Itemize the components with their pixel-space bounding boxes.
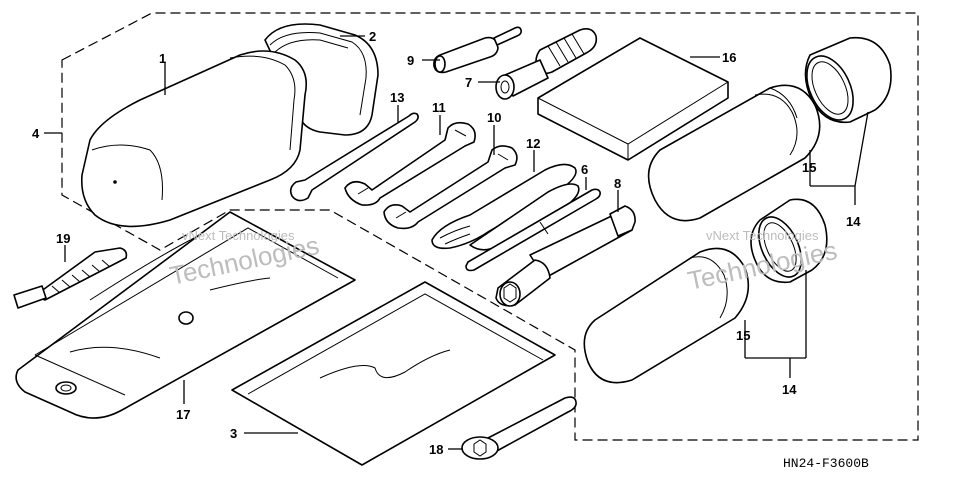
tool-tube-lower bbox=[583, 247, 750, 384]
tool-bag bbox=[80, 50, 308, 228]
callout-3: 3 bbox=[230, 426, 237, 441]
long-wrench bbox=[289, 112, 419, 202]
spark-plug-wrench bbox=[495, 205, 636, 307]
tool-roll bbox=[15, 211, 356, 419]
open-end-wrench-10 bbox=[383, 145, 518, 230]
pliers bbox=[431, 163, 580, 251]
callout-12: 12 bbox=[526, 136, 540, 151]
callout-18: 18 bbox=[429, 442, 443, 457]
assembly-bracket bbox=[61, 12, 919, 441]
socket-handle bbox=[495, 28, 598, 100]
screwdriver-shaft bbox=[465, 188, 601, 272]
diagram-code: HN24-F3600B bbox=[783, 456, 869, 471]
callout-13: 13 bbox=[390, 90, 404, 105]
callout-7: 7 bbox=[465, 75, 472, 90]
callout-14-upper: 14 bbox=[846, 214, 861, 229]
leader-lines bbox=[44, 35, 869, 450]
callout-9: 9 bbox=[407, 53, 414, 68]
callout-14-lower: 14 bbox=[782, 382, 797, 397]
tool-bag-lid bbox=[264, 23, 379, 136]
callout-10: 10 bbox=[487, 110, 501, 125]
callouts: 1 2 3 4 6 7 8 9 10 11 12 13 14 14 15 15 … bbox=[32, 29, 861, 457]
tool-strap bbox=[13, 247, 128, 309]
owners-manual bbox=[537, 37, 729, 161]
callout-17: 17 bbox=[176, 407, 190, 422]
svg-text:vNext Technologies: vNext Technologies bbox=[182, 228, 295, 243]
callout-15-lower: 15 bbox=[736, 328, 750, 343]
callout-8: 8 bbox=[614, 176, 621, 191]
tool-tube-upper bbox=[647, 84, 821, 222]
tube-cap-lower bbox=[750, 198, 828, 284]
callout-6: 6 bbox=[581, 162, 588, 177]
callout-1: 1 bbox=[159, 51, 166, 66]
screwdriver-grip bbox=[433, 26, 522, 74]
svg-text:vNext Technologies: vNext Technologies bbox=[706, 228, 819, 243]
wrench-handle bbox=[461, 396, 577, 460]
callout-16: 16 bbox=[722, 50, 736, 65]
open-end-wrench-11 bbox=[344, 121, 476, 206]
tube-cap-upper bbox=[804, 36, 892, 124]
callout-2: 2 bbox=[369, 29, 376, 44]
callout-4: 4 bbox=[32, 126, 40, 141]
plastic-bag bbox=[231, 281, 556, 466]
callout-19: 19 bbox=[56, 231, 70, 246]
callout-11: 11 bbox=[432, 100, 446, 115]
callout-15-upper: 15 bbox=[802, 160, 816, 175]
